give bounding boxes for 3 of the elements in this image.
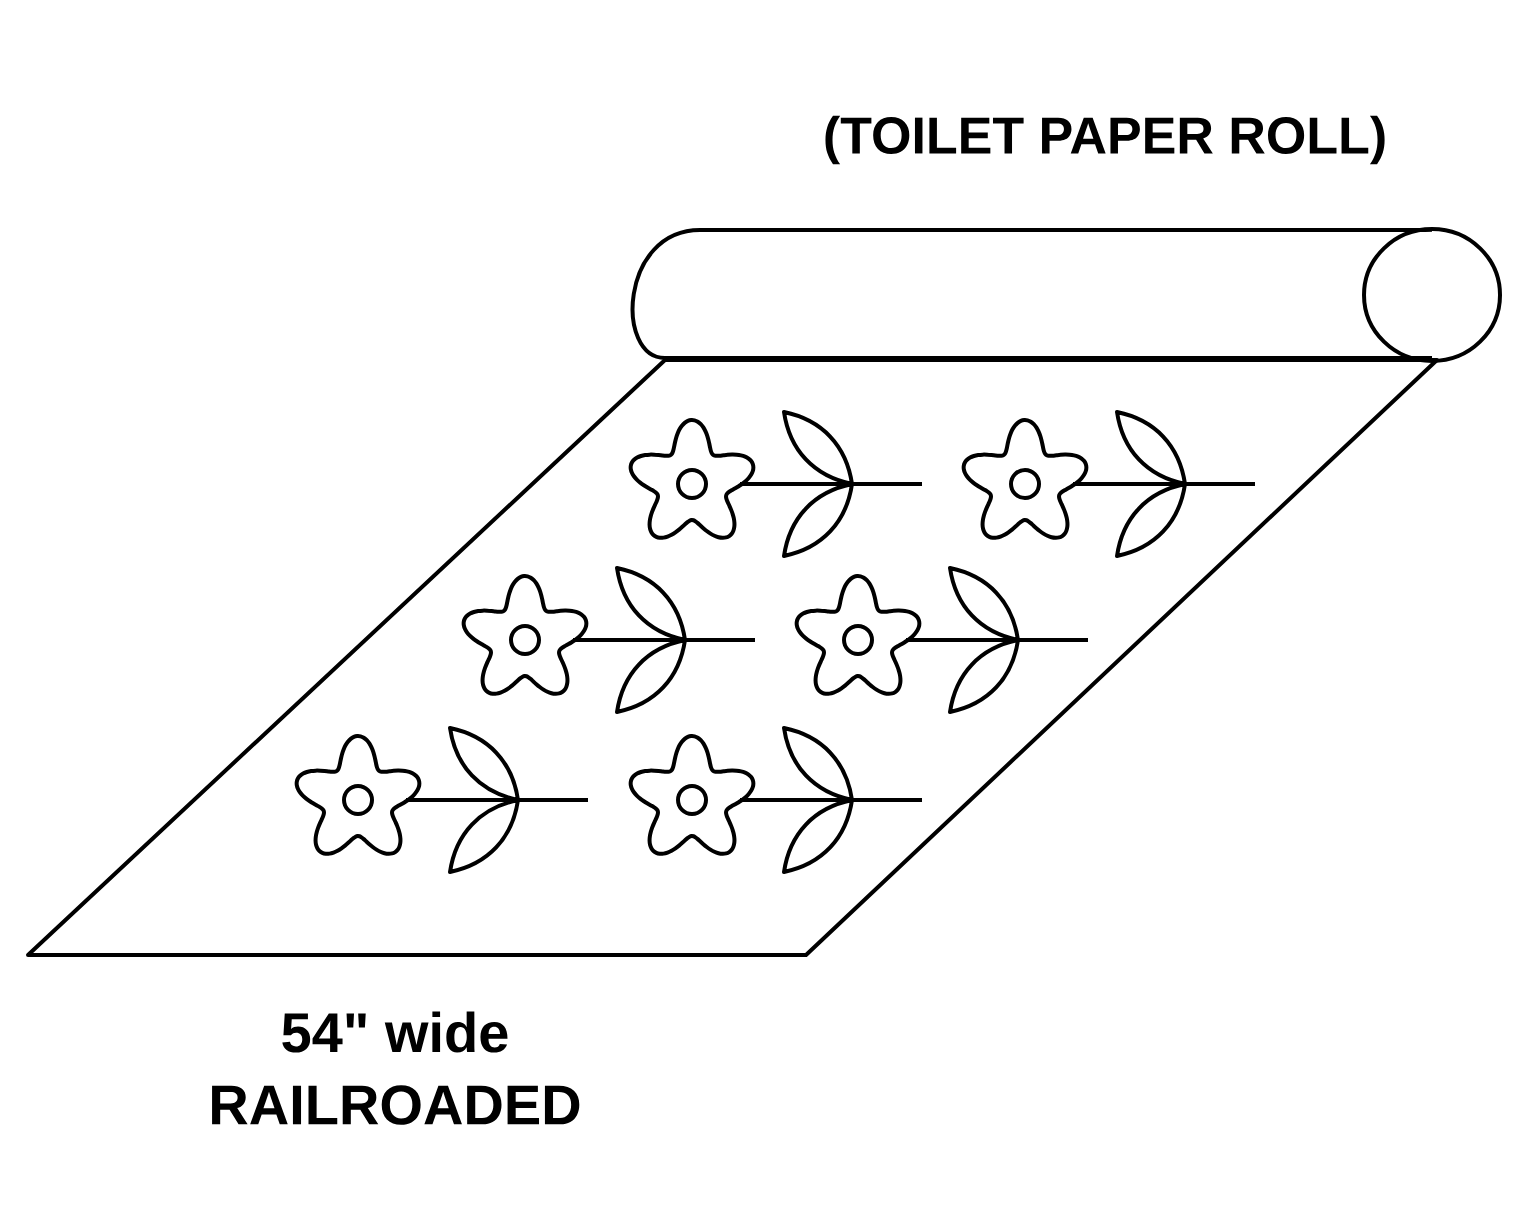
width-label: 54" wide xyxy=(282,1011,508,1053)
direction-label: RAILROADED xyxy=(212,1085,580,1125)
roll-label: (TOILET PAPER ROLL) xyxy=(825,115,1385,165)
